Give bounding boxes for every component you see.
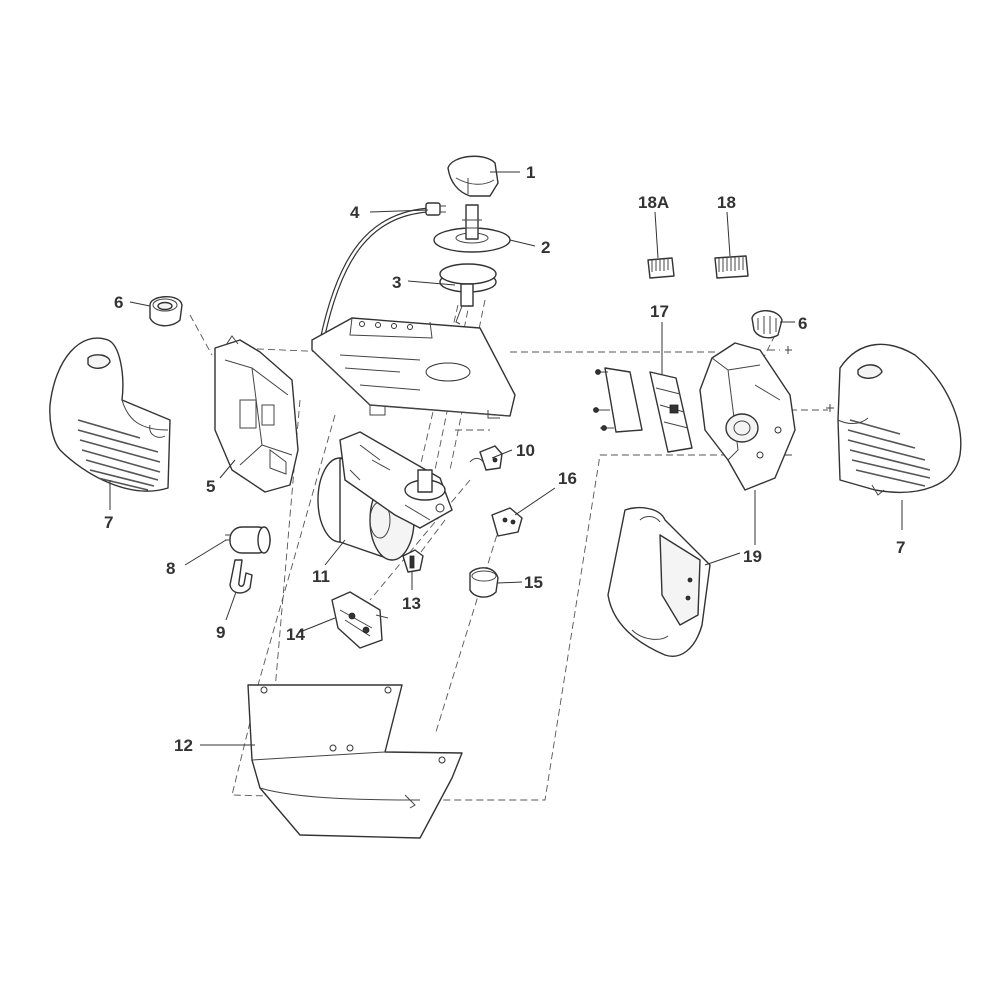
callout-18a: 18A	[638, 193, 669, 212]
part-18a-terminal-strip	[647, 257, 675, 279]
callout-16: 16	[558, 469, 577, 488]
callout-2: 2	[541, 238, 550, 257]
callout-labels: 1 2 3 4 5 6 6 7 7 8 9 10 11 12 13 14 15 …	[104, 163, 905, 755]
callout-6-left: 6	[114, 293, 123, 312]
leader-lines	[109, 171, 903, 746]
part-18-terminal-strip	[714, 255, 749, 279]
callout-17: 17	[650, 302, 669, 321]
callout-7-right: 7	[896, 538, 905, 557]
callout-14: 14	[286, 625, 305, 644]
callout-15: 15	[524, 573, 543, 592]
part-13-limit-switch	[402, 549, 424, 573]
callout-18: 18	[717, 193, 736, 212]
callout-6-right: 6	[798, 314, 807, 333]
callout-11: 11	[312, 567, 330, 586]
part-15-plug	[469, 567, 499, 598]
callout-5: 5	[206, 477, 215, 496]
part-4-power-cord	[319, 202, 446, 341]
part-7-lens-cover-left	[49, 337, 171, 492]
callout-9: 9	[216, 623, 225, 642]
part-3-drive-pulley	[439, 263, 497, 325]
part-8-capacitor	[225, 526, 271, 554]
callout-1: 1	[526, 163, 535, 182]
part-7-lens-cover-right	[837, 343, 962, 496]
part-9-bracket	[229, 559, 253, 594]
part-16-terminal-block	[491, 507, 523, 537]
callout-19: 19	[743, 547, 762, 566]
part-17-logic-board	[593, 367, 693, 453]
right-end-panel	[699, 342, 834, 491]
part-10-sensor	[469, 445, 503, 471]
part-6-bulb-socket-right	[751, 310, 783, 339]
callout-3: 3	[392, 273, 401, 292]
part-1-cap	[447, 155, 499, 197]
callout-13: 13	[402, 594, 421, 613]
chassis-plate	[311, 317, 516, 419]
part-11-motor-gearbox	[317, 431, 453, 561]
part-6-bulb-socket-left	[149, 296, 183, 327]
part-14-travel-module	[331, 591, 389, 649]
part-5-left-end-panel	[214, 335, 299, 493]
part-12-bottom-cover	[247, 684, 463, 839]
callout-12: 12	[174, 736, 193, 755]
callout-4: 4	[350, 203, 360, 222]
callout-10: 10	[516, 441, 535, 460]
part-19-panel-cover	[607, 507, 711, 657]
callout-7-left: 7	[104, 513, 113, 532]
callout-8: 8	[166, 559, 175, 578]
